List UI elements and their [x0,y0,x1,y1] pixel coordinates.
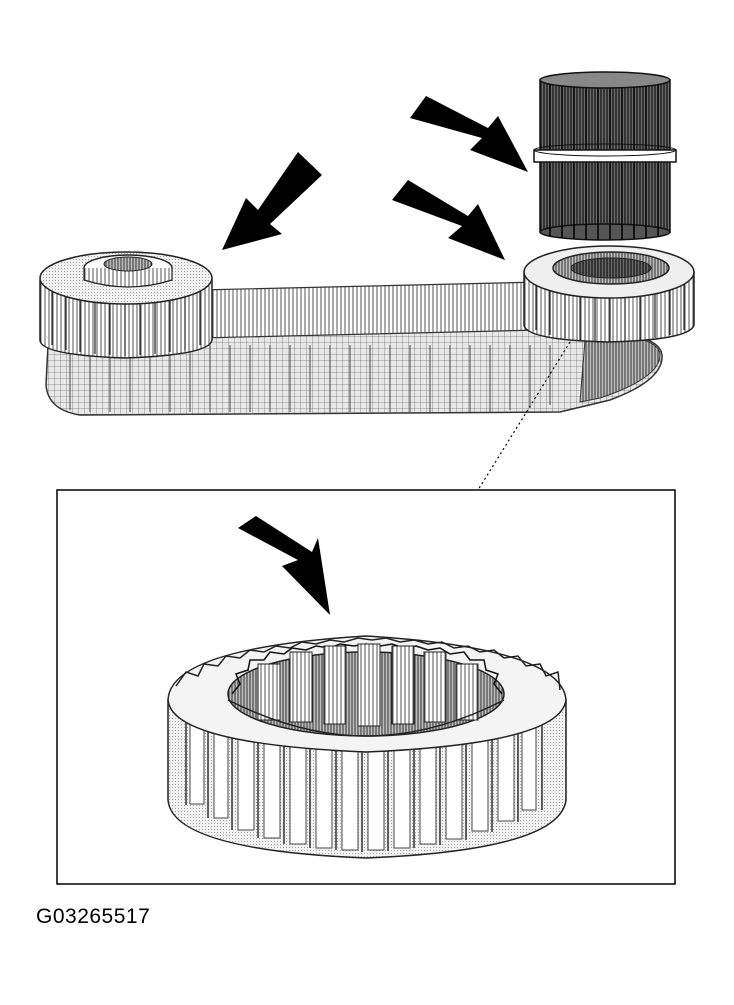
arrow-icon [222,152,322,250]
leader-line [477,341,571,491]
arrow-icon [410,96,528,172]
sprocket-detail-view [167,635,567,859]
splined-shaft [533,71,677,241]
front-output-sprocket [39,251,213,359]
arrow-icon [238,516,330,615]
rear-output-sprocket [523,245,695,343]
figure-id-label: G03265517 [36,905,151,928]
arrow-icon [392,180,505,260]
